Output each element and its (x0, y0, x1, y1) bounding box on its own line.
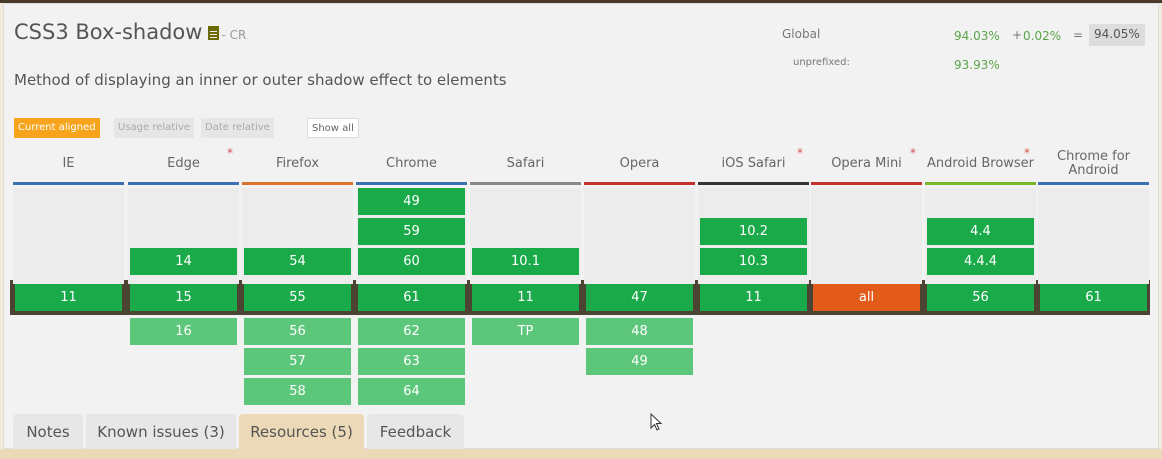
version-cell-opera-mini-current[interactable]: all (813, 284, 920, 311)
column-header-chrome-android: Chrome for Android (1057, 149, 1130, 178)
version-cell-chrome-current[interactable]: 61 (358, 284, 465, 311)
feature-description: Method of displaying an inner or outer s… (14, 71, 507, 89)
column-header-chrome: Chrome (386, 156, 437, 171)
column-note-star-opera-mini[interactable]: * (910, 146, 916, 160)
version-cell-safari-past[interactable]: 10.1 (472, 248, 579, 275)
column-underline-firefox (242, 182, 353, 185)
version-cell-opera-future[interactable]: 49 (586, 348, 693, 375)
usage-relative-tab[interactable]: Usage relative (114, 118, 195, 138)
column-background-chrome-android (1038, 188, 1149, 284)
column-header-android-browser: Android Browser (926, 156, 1035, 171)
version-cell-ios-safari-current[interactable]: 11 (700, 284, 807, 311)
column-background-ie (13, 188, 124, 284)
tab-resources[interactable]: Resources (5) (239, 414, 364, 449)
version-cell-firefox-future[interactable]: 56 (244, 318, 351, 345)
version-cell-android-browser-past[interactable]: 4.4 (927, 218, 1034, 245)
version-cell-firefox-future[interactable]: 58 (244, 378, 351, 405)
plus-sign: + (1012, 28, 1023, 42)
column-header-ie: IE (62, 156, 75, 171)
current-aligned-tab[interactable]: Current aligned (14, 118, 100, 138)
version-cell-edge-future[interactable]: 16 (130, 318, 237, 345)
version-cell-ios-safari-past[interactable]: 10.2 (700, 218, 807, 245)
top-border (0, 0, 1162, 3)
version-cell-safari-current[interactable]: 11 (472, 284, 579, 311)
column-header-edge: Edge (167, 156, 200, 171)
version-cell-firefox-past[interactable]: 54 (244, 248, 351, 275)
version-cell-ios-safari-past[interactable]: 10.3 (700, 248, 807, 275)
show-all-button[interactable]: Show all (307, 118, 359, 138)
feature-title: CSS3 Box-shadow (14, 20, 203, 44)
column-underline-opera-mini (811, 182, 922, 185)
version-cell-edge-past[interactable]: 14 (130, 248, 237, 275)
version-cell-chrome-android-current[interactable]: 61 (1040, 284, 1147, 311)
feature-title-block: CSS3 Box-shadow - CR (14, 20, 246, 44)
version-cell-chrome-future[interactable]: 63 (358, 348, 465, 375)
global-total-value: 94.05% (1089, 24, 1145, 46)
spec-document-icon[interactable] (208, 26, 220, 40)
version-cell-firefox-future[interactable]: 57 (244, 348, 351, 375)
version-cell-edge-current[interactable]: 15 (130, 284, 237, 311)
version-cell-opera-future[interactable]: 48 (586, 318, 693, 345)
column-header-opera: Opera (619, 156, 660, 171)
column-underline-chrome (356, 182, 467, 185)
column-note-star-android-browser[interactable]: * (1024, 146, 1030, 160)
date-relative-tab[interactable]: Date relative (201, 118, 274, 138)
column-background-opera (584, 188, 695, 284)
version-cell-android-browser-current[interactable]: 56 (927, 284, 1034, 311)
column-header-ios-safari: iOS Safari (721, 156, 786, 171)
column-background-opera-mini (811, 188, 922, 284)
column-underline-opera (584, 182, 695, 185)
version-cell-firefox-current[interactable]: 55 (244, 284, 351, 311)
column-underline-edge (128, 182, 239, 185)
version-cell-chrome-past[interactable]: 60 (358, 248, 465, 275)
global-label: Global (782, 27, 821, 41)
column-header-safari: Safari (506, 156, 545, 171)
version-cell-chrome-future[interactable]: 64 (358, 378, 465, 405)
version-cell-ie-current[interactable]: 11 (15, 284, 122, 311)
equals-sign: = (1073, 28, 1084, 42)
version-cell-chrome-future[interactable]: 62 (358, 318, 465, 345)
tab-known-issues[interactable]: Known issues (3) (86, 414, 236, 449)
version-cell-safari-future[interactable]: TP (472, 318, 579, 345)
column-header-opera-mini: Opera Mini (831, 156, 902, 171)
global-partial-value: 0.02% (1023, 29, 1062, 43)
unprefixed-value: 93.93% (954, 58, 1000, 72)
column-note-star-edge[interactable]: * (227, 146, 233, 160)
column-underline-ie (13, 182, 124, 185)
spec-status[interactable]: - CR (221, 28, 247, 42)
column-header-firefox: Firefox (275, 156, 320, 171)
column-underline-android-browser (925, 182, 1036, 185)
bottom-strip (0, 449, 1162, 459)
version-cell-opera-current[interactable]: 47 (586, 284, 693, 311)
column-underline-chrome-android (1038, 182, 1149, 185)
global-supported-value: 94.03% (954, 29, 1000, 43)
column-note-star-ios-safari[interactable]: * (797, 146, 803, 160)
column-underline-ios-safari (698, 182, 809, 185)
column-underline-safari (470, 182, 581, 185)
unprefixed-label: unprefixed: (793, 57, 850, 68)
mouse-pointer-icon (650, 413, 663, 431)
tab-feedback[interactable]: Feedback (367, 414, 464, 449)
tab-notes[interactable]: Notes (13, 414, 83, 449)
version-cell-chrome-past[interactable]: 59 (358, 218, 465, 245)
version-cell-chrome-past[interactable]: 49 (358, 188, 465, 215)
version-cell-android-browser-past[interactable]: 4.4.4 (927, 248, 1034, 275)
